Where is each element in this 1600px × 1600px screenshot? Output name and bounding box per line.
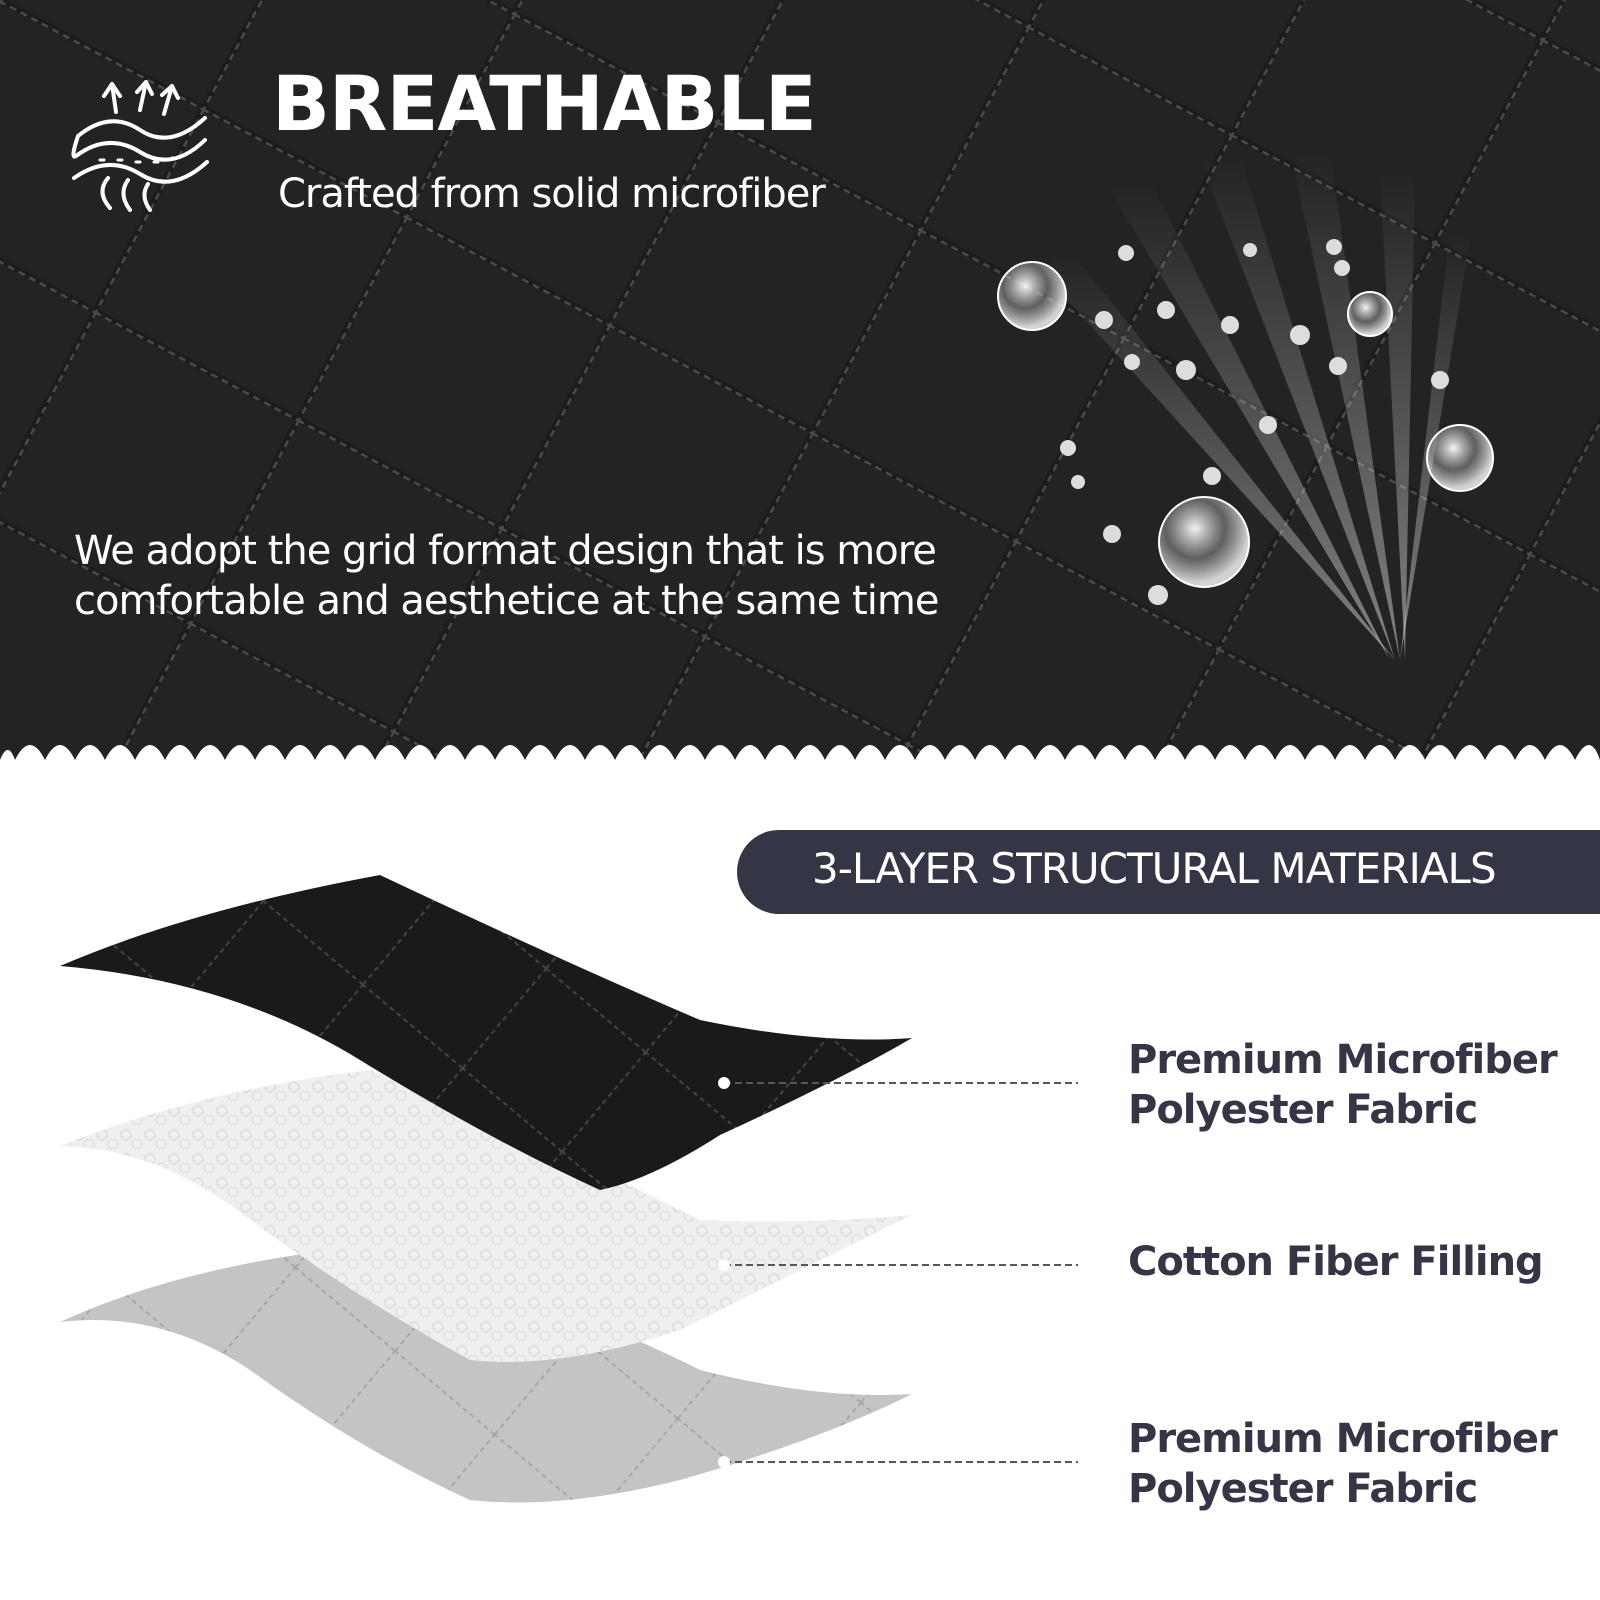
layer-bottom-fabric — [60, 1245, 912, 1503]
bubble — [1060, 440, 1076, 456]
bubble — [1157, 301, 1175, 319]
materials-banner-label: 3-LAYER STRUCTURAL MATERIALS — [812, 844, 1497, 893]
layer-middle-filling — [60, 1070, 912, 1362]
layer-label-top: Premium Microfiber Polyester Fabric — [1128, 1035, 1558, 1135]
bubble — [1148, 585, 1168, 605]
breathable-fabric-icon — [71, 80, 209, 212]
bubble — [1203, 467, 1221, 485]
bubble — [997, 261, 1067, 331]
leader-dot-2 — [718, 1259, 730, 1271]
bubble — [1290, 325, 1310, 345]
bubble — [1095, 311, 1113, 329]
airflow-rays — [1040, 150, 1470, 660]
bubble — [1243, 243, 1257, 257]
materials-banner — [737, 830, 1600, 914]
bubble — [1124, 354, 1140, 370]
layer-label-bottom-line1: Premium Microfiber — [1128, 1416, 1558, 1462]
feature-description: We adopt the grid format design that is … — [74, 526, 974, 626]
bubble — [1329, 357, 1347, 375]
leader-lines — [724, 1082, 1078, 1463]
layer-label-bottom: Premium Microfiber Polyester Fabric — [1128, 1414, 1558, 1514]
page-subtitle: Crafted from solid microfiber — [278, 171, 826, 217]
bubble — [1259, 416, 1277, 434]
bubble — [1103, 525, 1121, 543]
bubble — [1221, 316, 1239, 334]
description-line-2: comfortable and aesthetice at the same t… — [74, 578, 939, 624]
bubble — [1334, 260, 1350, 276]
layer-top-fabric — [60, 875, 912, 1190]
leader-dot-1 — [718, 1077, 730, 1089]
bubble — [1347, 291, 1393, 337]
bubble — [1326, 239, 1342, 255]
layer-label-top-line2: Polyester Fabric — [1128, 1087, 1478, 1133]
layer-label-top-line1: Premium Microfiber — [1128, 1037, 1558, 1083]
bubble — [1426, 424, 1494, 492]
water-bubbles — [997, 239, 1494, 605]
layer-label-bottom-line2: Polyester Fabric — [1128, 1466, 1478, 1512]
description-line-1: We adopt the grid format design that is … — [74, 528, 937, 574]
page-title: BREATHABLE — [272, 59, 817, 148]
layer-label-middle-line1: Cotton Fiber Filling — [1128, 1239, 1544, 1285]
bubble — [1071, 475, 1085, 489]
leader-dot-3 — [718, 1456, 730, 1468]
bubble — [1176, 360, 1196, 380]
bubble — [1431, 371, 1449, 389]
layer-label-middle: Cotton Fiber Filling — [1128, 1237, 1544, 1287]
bubble — [1158, 496, 1250, 588]
bubble — [1118, 245, 1134, 261]
